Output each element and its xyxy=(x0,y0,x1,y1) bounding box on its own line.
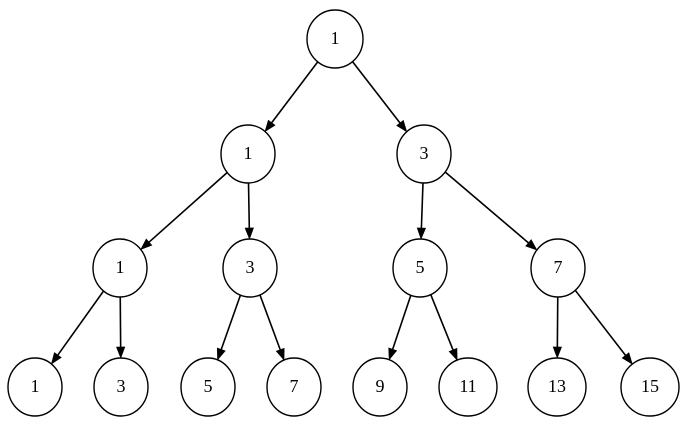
edge-arrowhead-icon xyxy=(275,347,285,361)
edge-line xyxy=(57,290,105,356)
edge-arrowhead-icon xyxy=(216,347,226,361)
edge-line xyxy=(247,182,251,229)
node-label: 1 xyxy=(244,143,253,163)
edge-line xyxy=(429,294,454,351)
node-label: 1 xyxy=(31,376,40,396)
edge-arrowhead-icon xyxy=(552,346,562,359)
node-circle[interactable] xyxy=(7,357,63,417)
node-circle[interactable] xyxy=(93,357,149,417)
edge-arrowhead-icon xyxy=(116,346,126,359)
node-circle[interactable] xyxy=(266,357,322,417)
tree-node[interactable]: 1 xyxy=(220,124,276,184)
node-label: 3 xyxy=(246,257,255,277)
edge-arrowhead-icon xyxy=(525,239,538,251)
node-circle[interactable] xyxy=(620,357,680,417)
node-circle[interactable] xyxy=(396,124,452,184)
tree-edge xyxy=(574,289,633,365)
node-circle[interactable] xyxy=(306,9,364,69)
edge-line xyxy=(148,171,228,243)
tree-node[interactable]: 15 xyxy=(620,357,680,417)
edge-arrowhead-icon xyxy=(244,227,254,240)
tree-edge xyxy=(351,61,408,133)
tree-node[interactable]: 1 xyxy=(306,9,364,69)
edge-arrowhead-icon xyxy=(50,352,62,365)
node-label: 7 xyxy=(554,257,563,277)
node-circle[interactable] xyxy=(222,238,278,298)
edge-line xyxy=(220,294,242,350)
tree-edge xyxy=(444,171,538,251)
node-label: 15 xyxy=(641,376,659,396)
tree-edge xyxy=(264,61,319,133)
node-label: 11 xyxy=(459,376,476,396)
tree-edge xyxy=(388,295,412,361)
node-label: 7 xyxy=(290,376,299,396)
tree-node[interactable]: 1 xyxy=(7,357,63,417)
edge-arrowhead-icon xyxy=(396,119,408,133)
tree-node[interactable]: 3 xyxy=(93,357,149,417)
edge-line xyxy=(351,61,401,124)
edge-arrowhead-icon xyxy=(140,238,153,251)
edge-arrowhead-icon xyxy=(388,347,398,361)
tree-node[interactable]: 3 xyxy=(396,124,452,184)
tree-node[interactable]: 11 xyxy=(438,357,498,417)
node-label: 1 xyxy=(116,257,125,277)
edge-arrowhead-icon xyxy=(621,352,633,365)
node-label: 9 xyxy=(376,376,385,396)
node-label: 3 xyxy=(420,143,429,163)
edge-arrowhead-icon xyxy=(264,119,276,133)
node-label: 5 xyxy=(416,257,425,277)
tree-node[interactable]: 3 xyxy=(222,238,278,298)
edges-layer xyxy=(50,61,633,365)
tree-node[interactable]: 13 xyxy=(527,357,587,417)
node-circle[interactable] xyxy=(220,124,276,184)
tree-edge xyxy=(429,294,458,361)
edge-line xyxy=(420,182,424,229)
node-circle[interactable] xyxy=(180,357,236,417)
node-circle[interactable] xyxy=(392,238,448,298)
tree-edge xyxy=(552,296,562,359)
node-circle[interactable] xyxy=(352,357,408,417)
tree-edge xyxy=(259,294,285,361)
tree-edge xyxy=(244,182,254,240)
tree-node[interactable]: 5 xyxy=(392,238,448,298)
tree-node[interactable]: 7 xyxy=(530,238,586,298)
tree-edge xyxy=(116,296,126,359)
node-circle[interactable] xyxy=(92,238,148,298)
tree-node[interactable]: 9 xyxy=(352,357,408,417)
edge-line xyxy=(259,294,281,351)
tree-edge xyxy=(216,294,242,361)
edge-line xyxy=(574,289,627,356)
node-label: 5 xyxy=(204,376,213,396)
node-label: 1 xyxy=(331,28,340,48)
node-circle[interactable] xyxy=(527,357,587,417)
tree-edge xyxy=(50,290,105,365)
tree-node[interactable]: 7 xyxy=(266,357,322,417)
tree-node[interactable]: 1 xyxy=(92,238,148,298)
edge-line xyxy=(444,171,529,244)
node-circle[interactable] xyxy=(438,357,498,417)
tree-node[interactable]: 5 xyxy=(180,357,236,417)
tree-edge xyxy=(416,182,427,240)
edge-arrowhead-icon xyxy=(448,347,458,361)
node-circle[interactable] xyxy=(530,238,586,298)
edge-arrowhead-icon xyxy=(416,227,427,240)
tree-edge xyxy=(140,171,228,251)
node-label: 13 xyxy=(548,376,566,396)
edge-line xyxy=(271,61,319,124)
node-label: 3 xyxy=(117,376,126,396)
edge-line xyxy=(391,295,412,350)
